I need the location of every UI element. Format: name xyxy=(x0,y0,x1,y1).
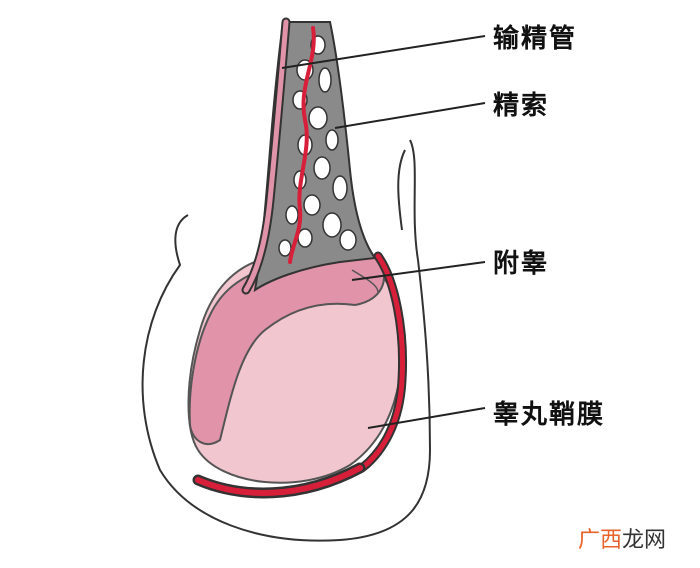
cord-vessel xyxy=(288,26,316,264)
watermark: 广西龙网 xyxy=(578,522,666,554)
spermatic-cord xyxy=(253,21,377,293)
scrotum-inner-fold xyxy=(397,149,406,231)
label-vas-deferens: 输精管 xyxy=(493,24,578,54)
leader-vas-deferens xyxy=(281,35,486,69)
scrotum-outline xyxy=(141,139,432,542)
watermark-part2: 龙网 xyxy=(621,528,666,553)
label-spermatic-cord: 精索 xyxy=(493,91,550,121)
label-epididymis: 附睾 xyxy=(493,249,550,279)
tunica-vaginalis-bottom-fill xyxy=(195,465,363,496)
vas-deferens-fill xyxy=(243,19,289,293)
leader-spermatic-cord xyxy=(334,102,486,129)
epididymis-head-fold xyxy=(351,269,379,293)
tunica-vaginalis-right-fill xyxy=(359,253,405,471)
watermark-part1: 广西 xyxy=(577,528,622,553)
label-tunica-vaginalis: 睾丸鞘膜 xyxy=(493,400,606,430)
leader-tunica-vaginalis xyxy=(367,407,486,429)
leader-epididymis xyxy=(351,261,486,281)
